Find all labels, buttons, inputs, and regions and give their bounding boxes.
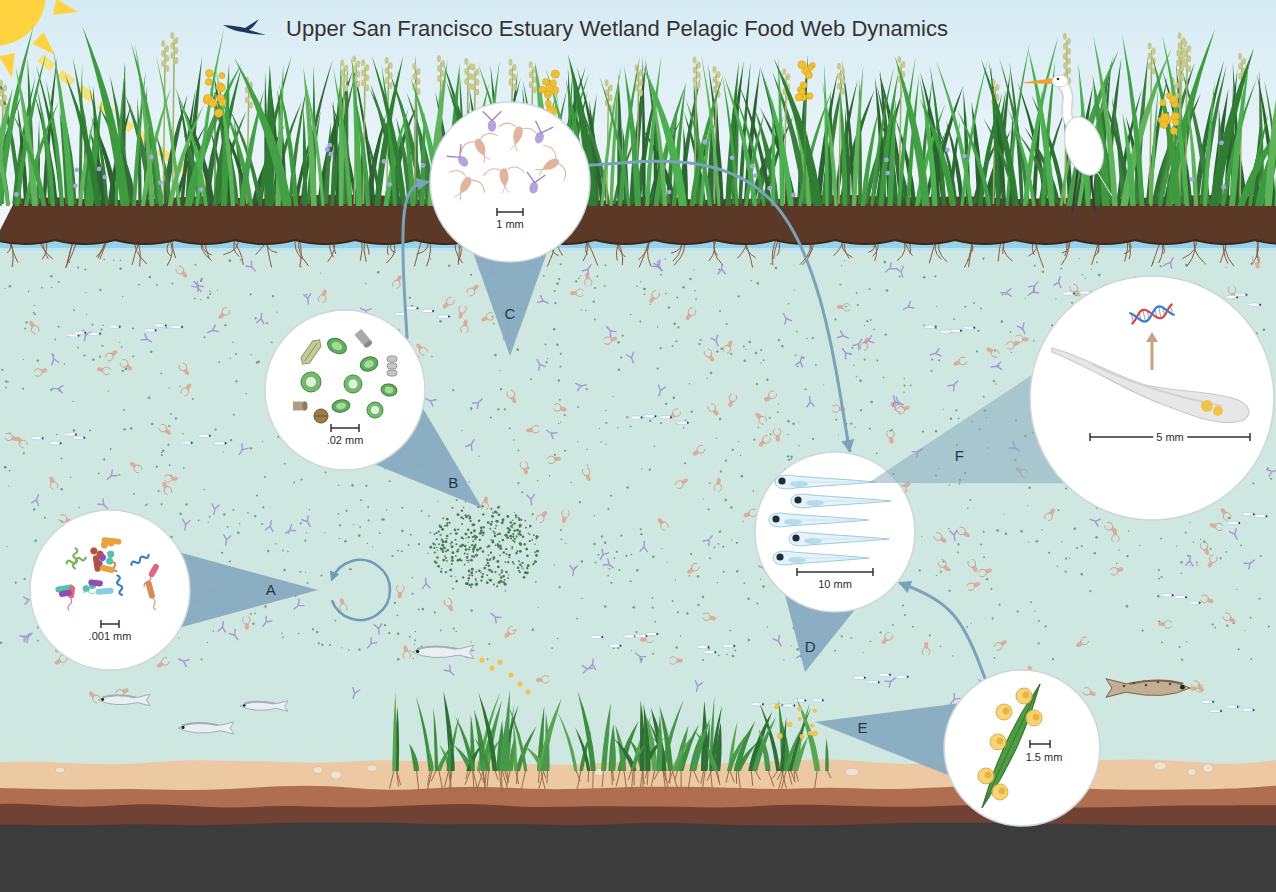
stage: A.001 mmB.02 mmC1 mmD10 mmE1.5 mmF5 mm U… — [0, 0, 1276, 892]
